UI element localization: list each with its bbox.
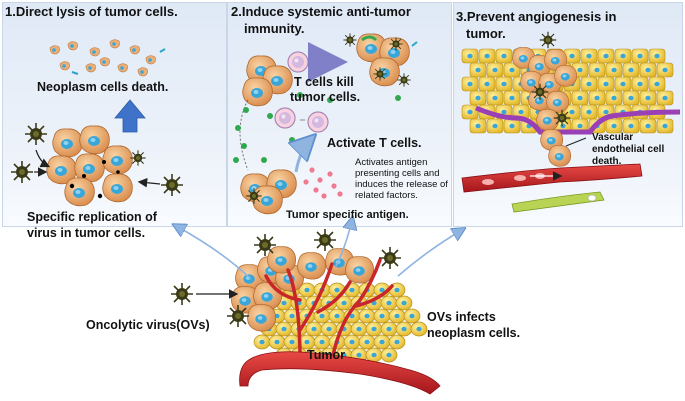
panel3-title-line1: 3.Prevent angiogenesis in	[456, 9, 617, 24]
apc-note: Activates antigen presenting cells and i…	[355, 157, 448, 201]
virus-icon	[170, 282, 194, 306]
lysed-cell-fragments	[49, 39, 166, 77]
virus-icon	[378, 246, 402, 270]
virus-icon	[24, 122, 48, 146]
virus-icon	[226, 304, 250, 328]
tumor-label: Tumor	[307, 348, 345, 362]
antigen-label: Tumor specific antigen.	[286, 209, 409, 221]
panel2-title-line2: immunity.	[244, 21, 305, 36]
tumor-vessels	[264, 258, 394, 362]
bottom-tumor	[231, 246, 441, 395]
apc-bottom	[240, 169, 297, 215]
ovs-label: Oncolytic virus(OVs)	[86, 318, 210, 332]
replication-label-line2: virus in tumor cells.	[27, 226, 146, 240]
t-cell-icon	[307, 111, 329, 133]
vascular-label-line3: death.	[592, 156, 622, 167]
panel3-art	[461, 31, 681, 213]
virus-icon	[253, 233, 277, 257]
tkill-label-line1: T cells kill	[294, 75, 354, 89]
virus-icon	[313, 228, 337, 252]
killed-tumor-cells	[342, 32, 418, 101]
blue-up-arrow	[114, 99, 146, 133]
t-cell-icon	[287, 51, 309, 73]
green-factors	[233, 92, 333, 171]
vascular-label-line1: Vascular	[592, 132, 634, 143]
tkill-label-line2: tumor cells.	[290, 90, 361, 104]
infects-label-line1: OVs infects	[427, 310, 496, 324]
panel2-title-line1: 2.Induce systemic anti-tumor	[231, 4, 411, 19]
replication-label-line1: Specific replication of	[27, 210, 157, 224]
panel1-art	[10, 39, 184, 207]
tumor-blood-vessel	[239, 351, 441, 395]
infected-tumor-cluster	[46, 125, 133, 207]
panel1-title: 1.Direct lysis of tumor cells.	[5, 4, 178, 19]
panel3-title-line2: tumor.	[466, 26, 506, 41]
activate-t-label: Activate T cells.	[327, 136, 422, 150]
virus-icon	[129, 149, 147, 167]
blood-vessel	[461, 163, 643, 213]
virus-icon	[10, 160, 34, 184]
neoplasm-death-label: Neoplasm cells death.	[37, 80, 169, 94]
virus-icon	[160, 173, 184, 197]
pink-antigens	[303, 167, 343, 199]
vascular-label-line2: endothelial cell	[592, 144, 665, 155]
panel2-art	[233, 32, 418, 215]
endothelial-cell-grid	[461, 48, 674, 134]
infects-label-line2: neoplasm cells.	[427, 326, 521, 340]
t-cell-icon	[274, 107, 296, 129]
apc-top	[242, 55, 293, 107]
